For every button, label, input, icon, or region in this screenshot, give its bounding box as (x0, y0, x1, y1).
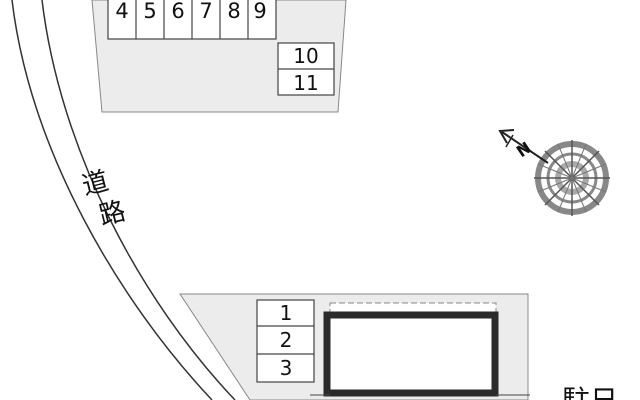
building (310, 302, 530, 397)
parking-space-10: 10 (293, 44, 318, 68)
edge-label: 駐日 (562, 384, 618, 400)
north-arrow-icon (498, 129, 549, 164)
parking-space-1: 1 (280, 301, 293, 325)
parking-space-8: 8 (227, 0, 240, 23)
parking-space-4: 4 (115, 0, 128, 23)
parking-space-11: 11 (293, 71, 318, 95)
parking-space-3: 3 (280, 356, 293, 380)
parking-space-6: 6 (171, 0, 184, 23)
parking-column-north: 10 11 (277, 42, 335, 96)
parking-space-2: 2 (280, 328, 293, 352)
road-edge-right (41, 0, 236, 400)
parking-space-9: 9 (253, 0, 266, 23)
road (12, 0, 235, 400)
compass-rose-icon (534, 140, 610, 216)
parking-space-5: 5 (143, 0, 156, 23)
parking-column-south: 1 2 3 (256, 299, 315, 383)
road-edge-left (11, 0, 213, 400)
parking-space-7: 7 (199, 0, 212, 23)
parking-row-north: 4 5 6 7 8 9 (107, 0, 277, 40)
